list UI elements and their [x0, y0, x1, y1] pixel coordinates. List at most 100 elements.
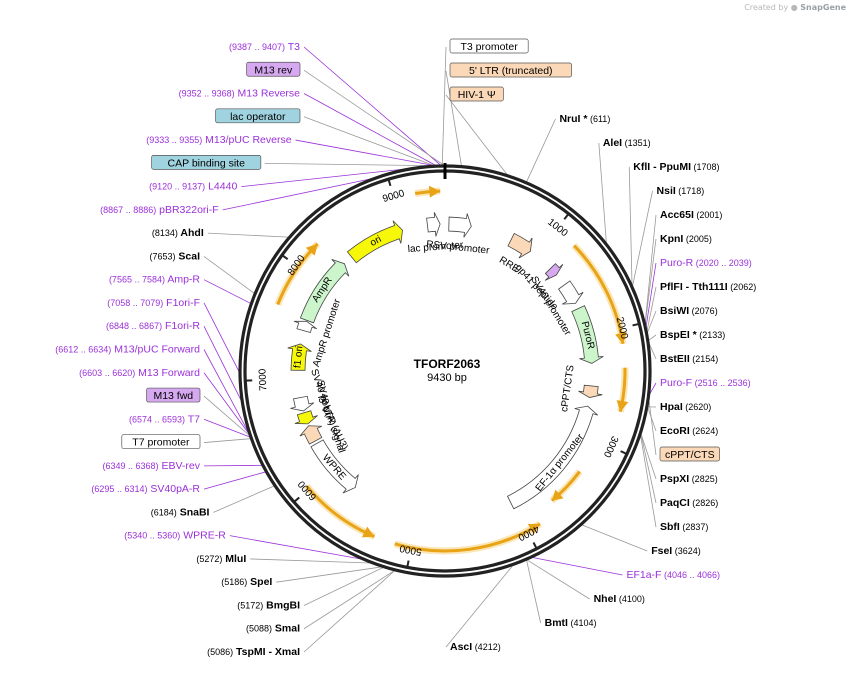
- label-text: WPRE-R: [180, 530, 226, 542]
- label-text: BspEI *: [660, 329, 698, 341]
- leader-line: [295, 139, 434, 166]
- leader-line: [203, 256, 255, 294]
- label-text: SV40pA-R: [147, 483, 200, 495]
- label-range: (2516 .. 2536): [692, 378, 751, 388]
- label-ecori: EcoRI (2624): [660, 425, 718, 437]
- leader-line: [222, 178, 371, 211]
- tick-label: 1000: [545, 217, 570, 240]
- label-spei: (5186) SpeI: [221, 576, 272, 588]
- label-text: L4440: [205, 181, 237, 193]
- label-text: ScaI: [175, 250, 200, 262]
- label-text: AscI: [450, 641, 472, 653]
- leader-line: [640, 435, 657, 528]
- orf-arc: [394, 522, 541, 553]
- orf-arrowhead: [615, 331, 627, 344]
- label-range: (6349 .. 6368): [103, 461, 159, 471]
- leader-line: [203, 438, 251, 443]
- label-range: (3624): [672, 546, 701, 556]
- leader-line: [303, 116, 434, 166]
- label-text: M13 Reverse: [235, 88, 301, 100]
- leader-line: [203, 302, 240, 372]
- orf-arrowhead: [305, 243, 318, 256]
- leader-line: [303, 69, 444, 166]
- label-m13-puc-forward: (6612 .. 6634) M13/pUC Forward: [55, 344, 200, 356]
- feature-sv40-ori: [290, 395, 315, 412]
- label-range: (4046 .. 4066): [661, 570, 720, 580]
- label-bsiwi: BsiWI (2076): [660, 305, 718, 317]
- label-mlui: (5272) MluI: [196, 553, 246, 565]
- label-text: SbfI: [660, 521, 680, 533]
- label-fsei: FseI (3624): [651, 545, 701, 557]
- leader-line: [203, 418, 251, 438]
- label-ef1a-f: EF1a-F (4046 .. 4066): [626, 569, 720, 581]
- label-puro-r: Puro-R (2020 .. 2039): [660, 257, 752, 269]
- label-kpni: KpnI (2005): [660, 233, 712, 245]
- leader-line: [303, 570, 395, 653]
- feature-ori: [346, 220, 403, 264]
- label-range: (9120 .. 9137): [149, 182, 205, 192]
- feature-ampr-promoter: [293, 320, 318, 334]
- feature-label-cppt-cts: cPPT/CTS: [559, 364, 577, 413]
- plasmid-name: TFORF2063: [414, 357, 481, 371]
- label-alei: AleI (1351): [603, 137, 651, 149]
- label-box: [246, 61, 301, 77]
- feature-label-ef-1-promoter: EF-1α promoter: [534, 432, 587, 494]
- label-range: (2837): [680, 522, 709, 532]
- label-text: BmtI: [545, 617, 568, 629]
- orf-arrowhead: [616, 400, 629, 412]
- label-text: AhdI: [178, 227, 204, 239]
- label-text: AleI: [603, 137, 622, 149]
- leader-line: [250, 558, 371, 564]
- label-range: (611): [587, 114, 610, 124]
- label-box: [146, 387, 201, 403]
- label-m13-rev: M13 rev: [254, 64, 293, 76]
- tick-label: 9000: [381, 188, 406, 205]
- leader-line: [203, 326, 242, 401]
- label-text: KflI - PpuMI: [633, 161, 691, 173]
- label-bmti: BmtI (4104): [545, 617, 597, 629]
- leader-line: [445, 94, 508, 175]
- tick-mark: [406, 560, 410, 568]
- leader-line: [644, 238, 657, 324]
- leader-line: [207, 232, 289, 238]
- backbone-outer-ring: [238, 164, 652, 578]
- label-pspxi: PspXI (2825): [660, 473, 718, 485]
- label-range: (7565 .. 7584): [109, 275, 165, 285]
- label-hiv-1: HIV-1 Ψ: [458, 89, 496, 101]
- label-t7-promoter: T7 promoter: [132, 437, 190, 449]
- label-range: (6603 .. 6620): [79, 368, 135, 378]
- credit-prefix: Created by: [744, 3, 789, 12]
- leader-line: [203, 395, 250, 436]
- label-range: (6612 .. 6634): [55, 345, 111, 355]
- label-text: PaqCI: [660, 497, 690, 509]
- leader-line: [441, 46, 447, 166]
- leader-line: [646, 286, 657, 331]
- label-wpre-r: (5340 .. 5360) WPRE-R: [124, 530, 226, 542]
- feature-3-ltr-u3: [299, 425, 323, 445]
- leader-line: [203, 372, 249, 434]
- label-text: M13 Forward: [135, 367, 200, 379]
- tick-mark: [387, 178, 392, 187]
- label-text: Acc65I: [660, 209, 694, 221]
- leader-line: [203, 279, 251, 304]
- label-hpai: HpaI (2620): [660, 401, 711, 413]
- tick-mark: [563, 213, 570, 220]
- feature-f1-ori: [287, 343, 312, 371]
- feature-lac-promoter: [426, 212, 441, 237]
- label-sv40pa-r: (6295 .. 6314) SV40pA-R: [91, 483, 200, 495]
- label-nhei: NheI (4100): [594, 593, 645, 605]
- leader-line: [526, 118, 556, 183]
- label-sbfi: SbfI (2837): [660, 521, 708, 533]
- label-pbr322ori-f: (8867 .. 8886) pBR322ori-F: [100, 204, 219, 216]
- label-puro-f: Puro-F (2516 .. 2536): [660, 377, 751, 389]
- leader-line: [203, 349, 249, 432]
- feature-puror: [571, 305, 604, 364]
- leader-line: [203, 471, 266, 490]
- label-range: (7653): [149, 251, 175, 261]
- label-text: pBR322ori-F: [156, 204, 218, 216]
- label-f1ori-r: (6848 .. 6867) F1ori-R: [106, 320, 200, 332]
- label-bsteii: BstEII (2154): [660, 353, 718, 365]
- label-box: [215, 108, 301, 124]
- leader-line: [303, 46, 441, 166]
